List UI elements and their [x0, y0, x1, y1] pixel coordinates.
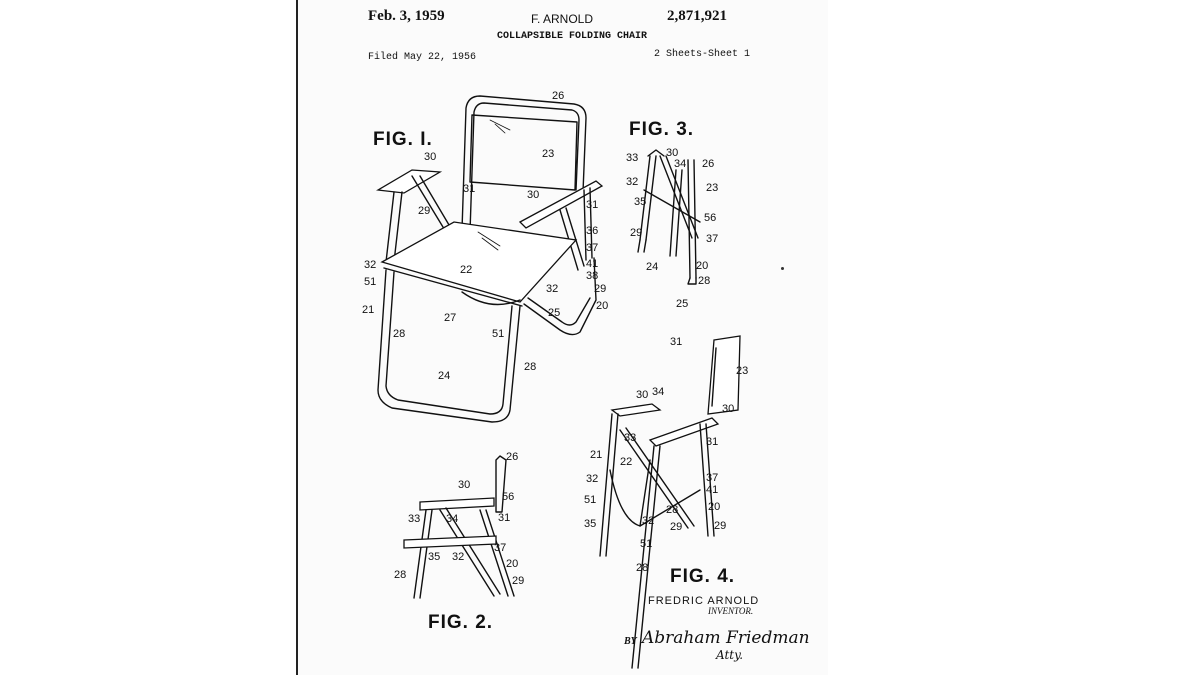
fig1-ref-32a: 32 [364, 259, 376, 271]
fig3-ref-35: 35 [634, 196, 646, 208]
fig4-ref-29b: 29 [714, 520, 726, 532]
fig1-ref-28a: 28 [393, 328, 405, 340]
fig2-ref-30: 30 [458, 479, 470, 491]
fig2-ref-37: 37 [494, 542, 506, 554]
fig4-ref-28b: 28 [636, 562, 648, 574]
fig1-ref-27: 27 [444, 312, 456, 324]
fig4-ref-30a: 30 [636, 389, 648, 401]
fig2-ref-26: 26 [506, 451, 518, 463]
inventor-role: INVENTOR. [708, 606, 753, 616]
fig3-folded-chair-drawing: 33 30 34 26 23 32 35 56 29 37 24 20 28 2… [626, 147, 718, 310]
fig3-ref-20: 20 [696, 260, 708, 272]
fig1-ref-31a: 31 [463, 183, 475, 195]
fig3-ref-37: 37 [706, 233, 718, 245]
fig4-ref-35: 32 [642, 515, 654, 527]
fig1-ref-36: 36 [586, 225, 598, 237]
fig1-ref-23: 23 [542, 148, 554, 160]
fig4-ref-51a: 51 [584, 494, 596, 506]
fig4-partially-folded-drawing: 31 23 30 34 30 33 31 21 22 37 32 41 51 2… [584, 336, 748, 668]
fig4-ref-37: 37 [706, 472, 718, 484]
fig2-ref-20: 20 [506, 558, 518, 570]
fig3-ref-26: 26 [702, 158, 714, 170]
fig1-ref-24: 24 [438, 370, 450, 382]
fig2-ref-35: 35 [428, 551, 440, 563]
fig1-ref-30b: 30 [527, 189, 539, 201]
fig4-ref-21: 21 [590, 449, 602, 461]
fig1-ref-20: 20 [596, 300, 608, 312]
fig1-ref-41: 41 [586, 258, 598, 270]
fig2-ref-56: 56 [502, 491, 514, 503]
fig2-ref-28: 28 [394, 569, 406, 581]
fig4-ref-30b: 30 [722, 403, 734, 415]
fig4-ref-31b: 31 [706, 436, 718, 448]
fig3-ref-34: 34 [674, 158, 686, 170]
fig4-ref-32a: 32 [586, 473, 598, 485]
fig1-ref-31b: 31 [586, 199, 598, 211]
fig1-ref-51a: 51 [364, 276, 376, 288]
fig4-ref-22: 22 [620, 456, 632, 468]
by-label: BY [624, 636, 637, 647]
fig2-ref-32: 32 [452, 551, 464, 563]
fig4-ref-28a: 35 [584, 518, 596, 530]
fig1-chair-drawing: 26 23 30 31 30 31 29 36 37 41 38 32 22 5… [362, 90, 608, 422]
fig1-ref-29a: 29 [418, 205, 430, 217]
fig3-ref-32: 32 [626, 176, 638, 188]
fig3-ref-25: 25 [676, 298, 688, 310]
fig4-ref-32b: 28 [666, 504, 678, 516]
fig3-ref-28: 28 [698, 275, 710, 287]
fig1-ref-29b: 29 [594, 283, 606, 295]
fig1-ref-22: 22 [460, 264, 472, 276]
fig4-ref-29a: 29 [670, 521, 682, 533]
fig4-ref-23: 23 [736, 365, 748, 377]
fig1-ref-38: 38 [586, 270, 598, 282]
fig3-ref-33: 33 [626, 152, 638, 164]
fig1-ref-37: 37 [586, 242, 598, 254]
fig1-ref-32b: 32 [546, 283, 558, 295]
fig3-ref-24: 24 [646, 261, 658, 273]
fig2-ref-31: 31 [498, 512, 510, 524]
fig2-side-view-drawing: 26 30 56 33 34 31 35 32 37 20 28 29 [394, 451, 524, 598]
fig2-ref-29: 29 [512, 575, 524, 587]
fig3-ref-56: 56 [704, 212, 716, 224]
speck-mark [781, 267, 784, 270]
fig1-ref-30a: 30 [424, 151, 436, 163]
attorney-abbreviation: Atty. [716, 648, 743, 662]
fig4-ref-34: 34 [652, 386, 664, 398]
fig1-ref-28b: 28 [524, 361, 536, 373]
fig2-ref-33: 33 [408, 513, 420, 525]
fig1-ref-51b: 51 [492, 328, 504, 340]
fig4-ref-20: 20 [708, 501, 720, 513]
fig3-ref-23: 23 [706, 182, 718, 194]
fig4-ref-51b: 51 [640, 538, 652, 550]
fig2-ref-34: 34 [446, 513, 458, 525]
attorney-signature: Abraham Friedman [642, 628, 810, 648]
fig3-ref-29: 29 [630, 227, 642, 239]
fig4-ref-41: 41 [706, 484, 718, 496]
fig4-ref-31a: 31 [670, 336, 682, 348]
fig1-ref-25: 25 [548, 307, 560, 319]
fig4-ref-33: 33 [624, 432, 636, 444]
fig1-ref-21: 21 [362, 304, 374, 316]
fig1-ref-26: 26 [552, 90, 564, 102]
